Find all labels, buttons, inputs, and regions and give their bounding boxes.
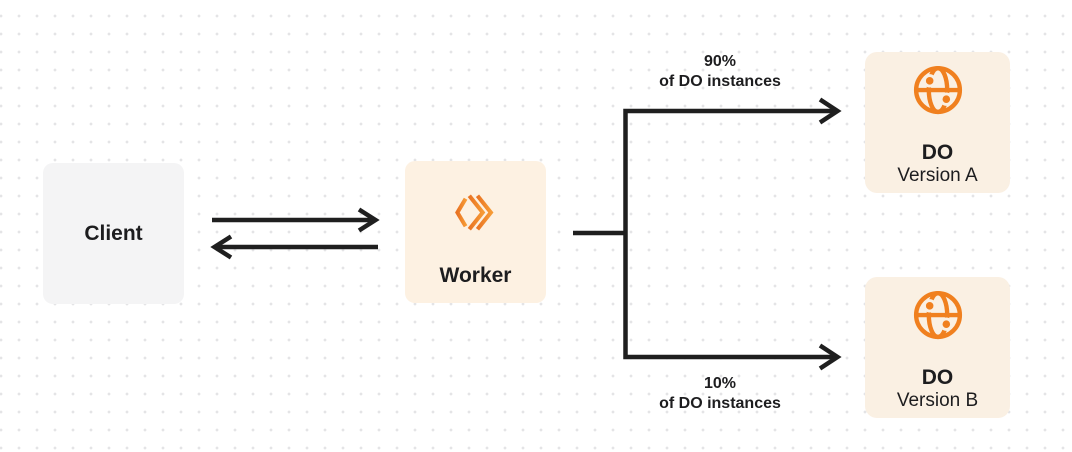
do-a-title: DO: [921, 141, 954, 164]
worker-to-client-arrow: [210, 234, 378, 260]
do-a-subtitle: Version A: [897, 165, 978, 186]
worker-label: Worker: [439, 264, 512, 287]
globe-icon: [913, 290, 962, 340]
client-label: Client: [84, 221, 143, 245]
client-node: Client: [43, 163, 184, 304]
route-b-label: 10% of DO instances: [615, 374, 825, 414]
do-b-title: DO: [921, 366, 954, 389]
route-b-arrowhead: [818, 343, 842, 371]
worker-node: Worker: [405, 161, 546, 303]
route-b-percent: 10%: [703, 375, 737, 392]
client-to-worker-arrow: [212, 207, 380, 233]
route-b-description: of DO instances: [659, 395, 781, 412]
route-a-arrowhead: [818, 97, 842, 125]
route-a-percent: 90%: [703, 53, 737, 70]
route-a-description: of DO instances: [659, 73, 781, 90]
worker-branch-lines: [573, 97, 842, 371]
do-version-a-node: DO Version A: [865, 52, 1010, 193]
do-version-b-node: DO Version B: [865, 277, 1010, 418]
do-b-subtitle: Version B: [896, 390, 979, 411]
route-a-label: 90% of DO instances: [615, 52, 825, 92]
globe-icon: [913, 65, 962, 115]
workers-chevrons-icon: [454, 194, 493, 231]
